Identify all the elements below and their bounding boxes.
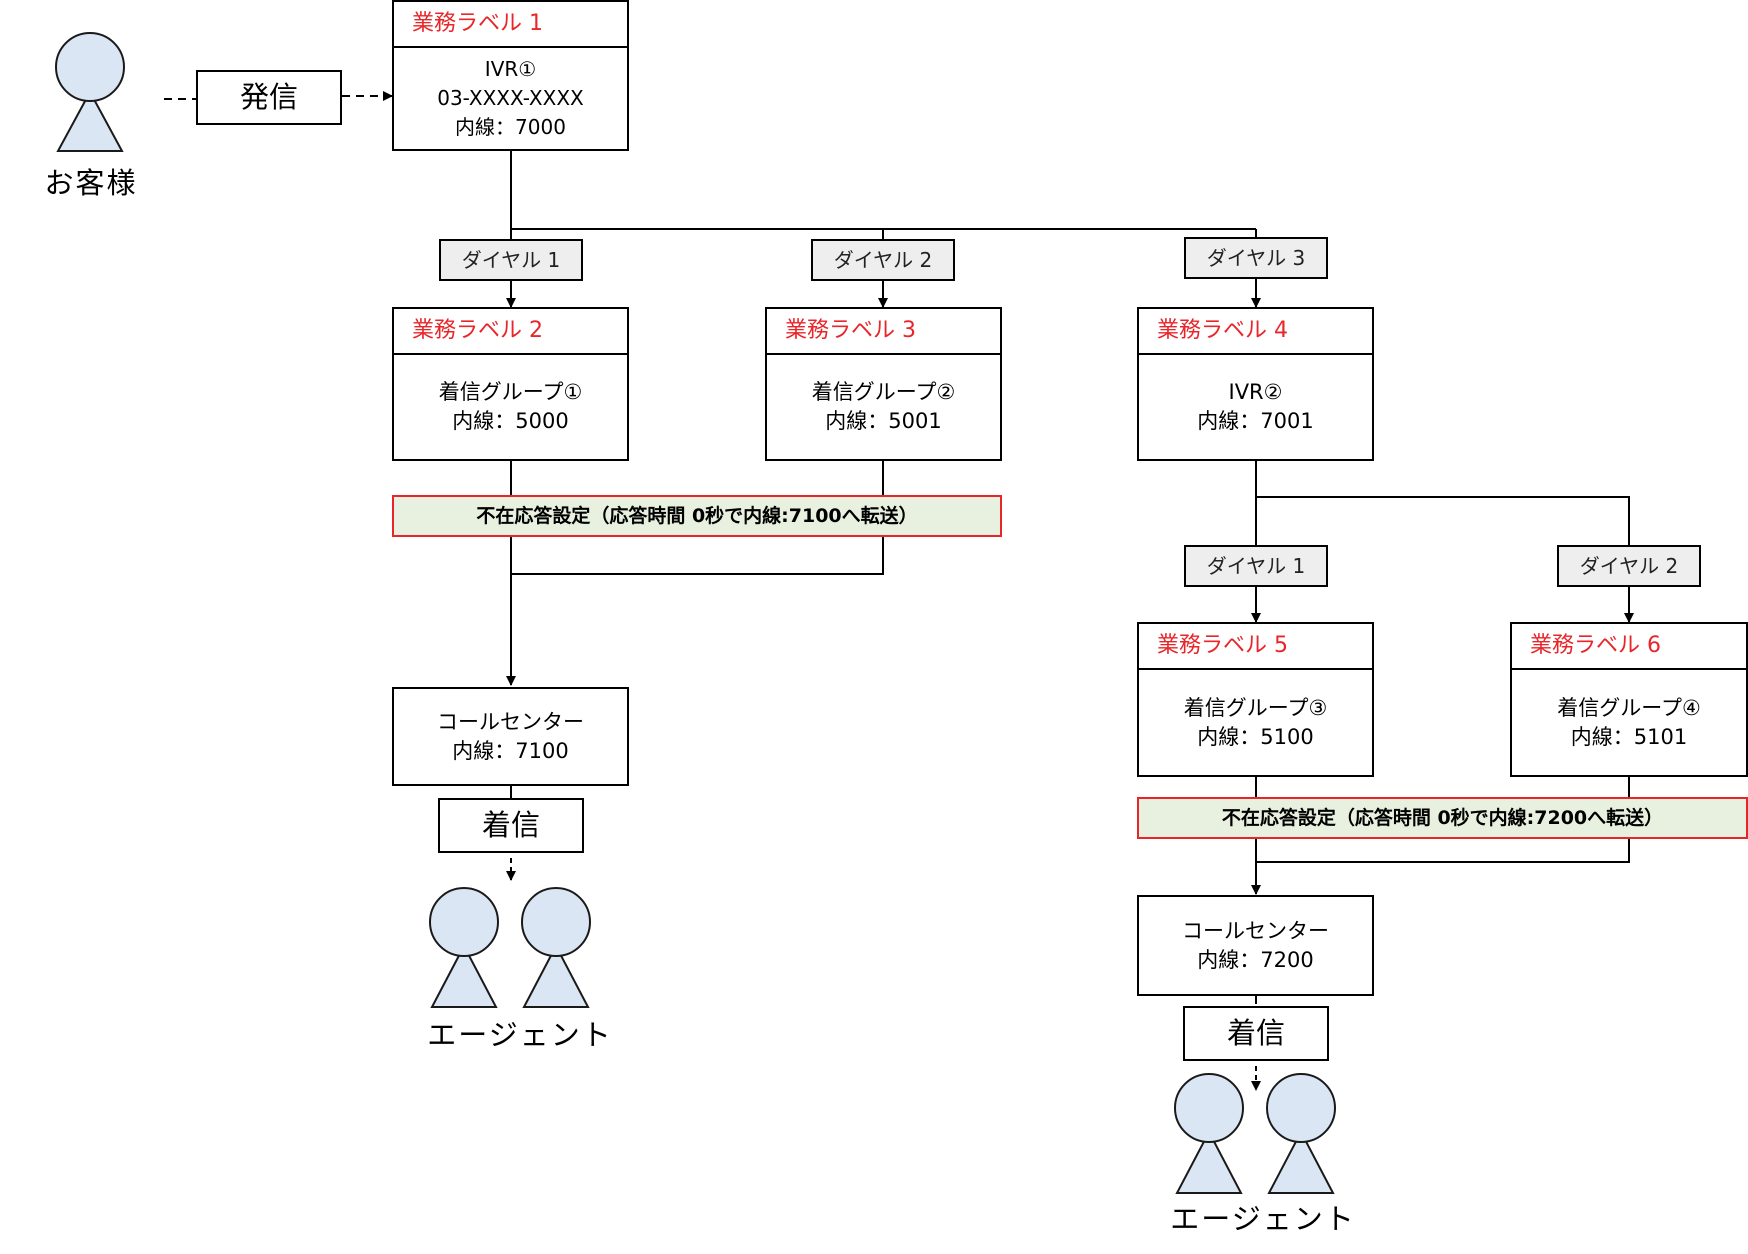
label5-line-extension: 内線：5100 [1197,724,1314,749]
callcenter2-node: コールセンター 内線：7200 [1137,895,1374,996]
label6-line-group: 着信グループ④ [1557,695,1701,720]
label3-line-extension: 内線：5001 [825,409,942,433]
callcenter2-line-name: コールセンター [1182,918,1329,943]
label2-body: 着信グループ① 内線：5000 [394,355,627,459]
label1-line-ivr: IVR① [484,57,537,81]
callcenter1-line-name: コールセンター [437,709,584,734]
agents-label-left: エージェント [427,1018,613,1052]
dial-1-branch-ivr2: ダイヤル 1 [1184,545,1328,587]
dial-2-branch-ivr2: ダイヤル 2 [1557,545,1701,587]
dial-2-branch: ダイヤル 2 [811,239,955,281]
label4-line-ivr: IVR② [1228,380,1283,404]
dial-3-branch: ダイヤル 3 [1184,237,1328,279]
incoming-call-tag-right: 着信 [1183,1006,1329,1061]
customer-label: お客様 [44,166,138,200]
agent-person-icon [429,887,499,1008]
label2-node: 業務ラベル 2 着信グループ① 内線：5000 [392,307,629,461]
label3-line-group: 着信グループ② [811,380,956,404]
label4-node: 業務ラベル 4 IVR② 内線：7001 [1137,307,1374,461]
label3-body: 着信グループ② 内線：5001 [767,355,1000,459]
label5-body: 着信グループ③ 内線：5100 [1139,670,1372,775]
label3-node: 業務ラベル 3 着信グループ② 内線：5001 [765,307,1002,461]
label5-line-group: 着信グループ③ [1183,695,1328,720]
callcenter1-body: コールセンター 内線：7100 [394,689,627,784]
label1-body: IVR① 03-XXXX-XXXX 内線：7000 [394,48,627,149]
label6-header: 業務ラベル 6 [1512,624,1746,670]
absence-setting-left: 不在応答設定（応答時間 0秒で内線:7100へ転送） [392,495,1002,537]
label6-body: 着信グループ④ 内線：5101 [1512,670,1746,775]
agent-person-icon [1174,1073,1244,1194]
label1-line-extension: 内線：7000 [455,115,566,139]
label1-node: 業務ラベル 1 IVR① 03-XXXX-XXXX 内線：7000 [392,0,629,151]
customer-person-icon [55,32,125,152]
label5-node: 業務ラベル 5 着信グループ③ 内線：5100 [1137,622,1374,777]
label6-node: 業務ラベル 6 着信グループ④ 内線：5101 [1510,622,1748,777]
callcenter1-line-extension: 内線：7100 [452,738,569,763]
agent-person-icon [1266,1073,1336,1194]
outgoing-call-tag: 発信 [196,70,342,125]
dial-1-branch: ダイヤル 1 [439,239,583,281]
label2-header: 業務ラベル 2 [394,309,627,355]
label1-header: 業務ラベル 1 [394,2,627,48]
label4-line-extension: 内線：7001 [1197,409,1314,433]
callcenter2-line-extension: 内線：7200 [1197,947,1314,972]
callcenter2-body: コールセンター 内線：7200 [1139,897,1372,994]
label3-header: 業務ラベル 3 [767,309,1000,355]
absence-setting-right: 不在応答設定（応答時間 0秒で内線:7200へ転送） [1137,797,1748,839]
agents-label-right: エージェント [1170,1202,1356,1236]
label2-line-group: 着信グループ① [438,380,583,404]
label4-body: IVR② 内線：7001 [1139,355,1372,459]
callcenter1-node: コールセンター 内線：7100 [392,687,629,786]
label1-line-phone: 03-XXXX-XXXX [437,86,584,110]
label5-header: 業務ラベル 5 [1139,624,1372,670]
incoming-call-tag-left: 着信 [438,798,584,853]
label2-line-extension: 内線：5000 [452,409,569,433]
agent-person-icon [521,887,591,1008]
label4-header: 業務ラベル 4 [1139,309,1372,355]
label6-line-extension: 内線：5101 [1570,724,1688,749]
